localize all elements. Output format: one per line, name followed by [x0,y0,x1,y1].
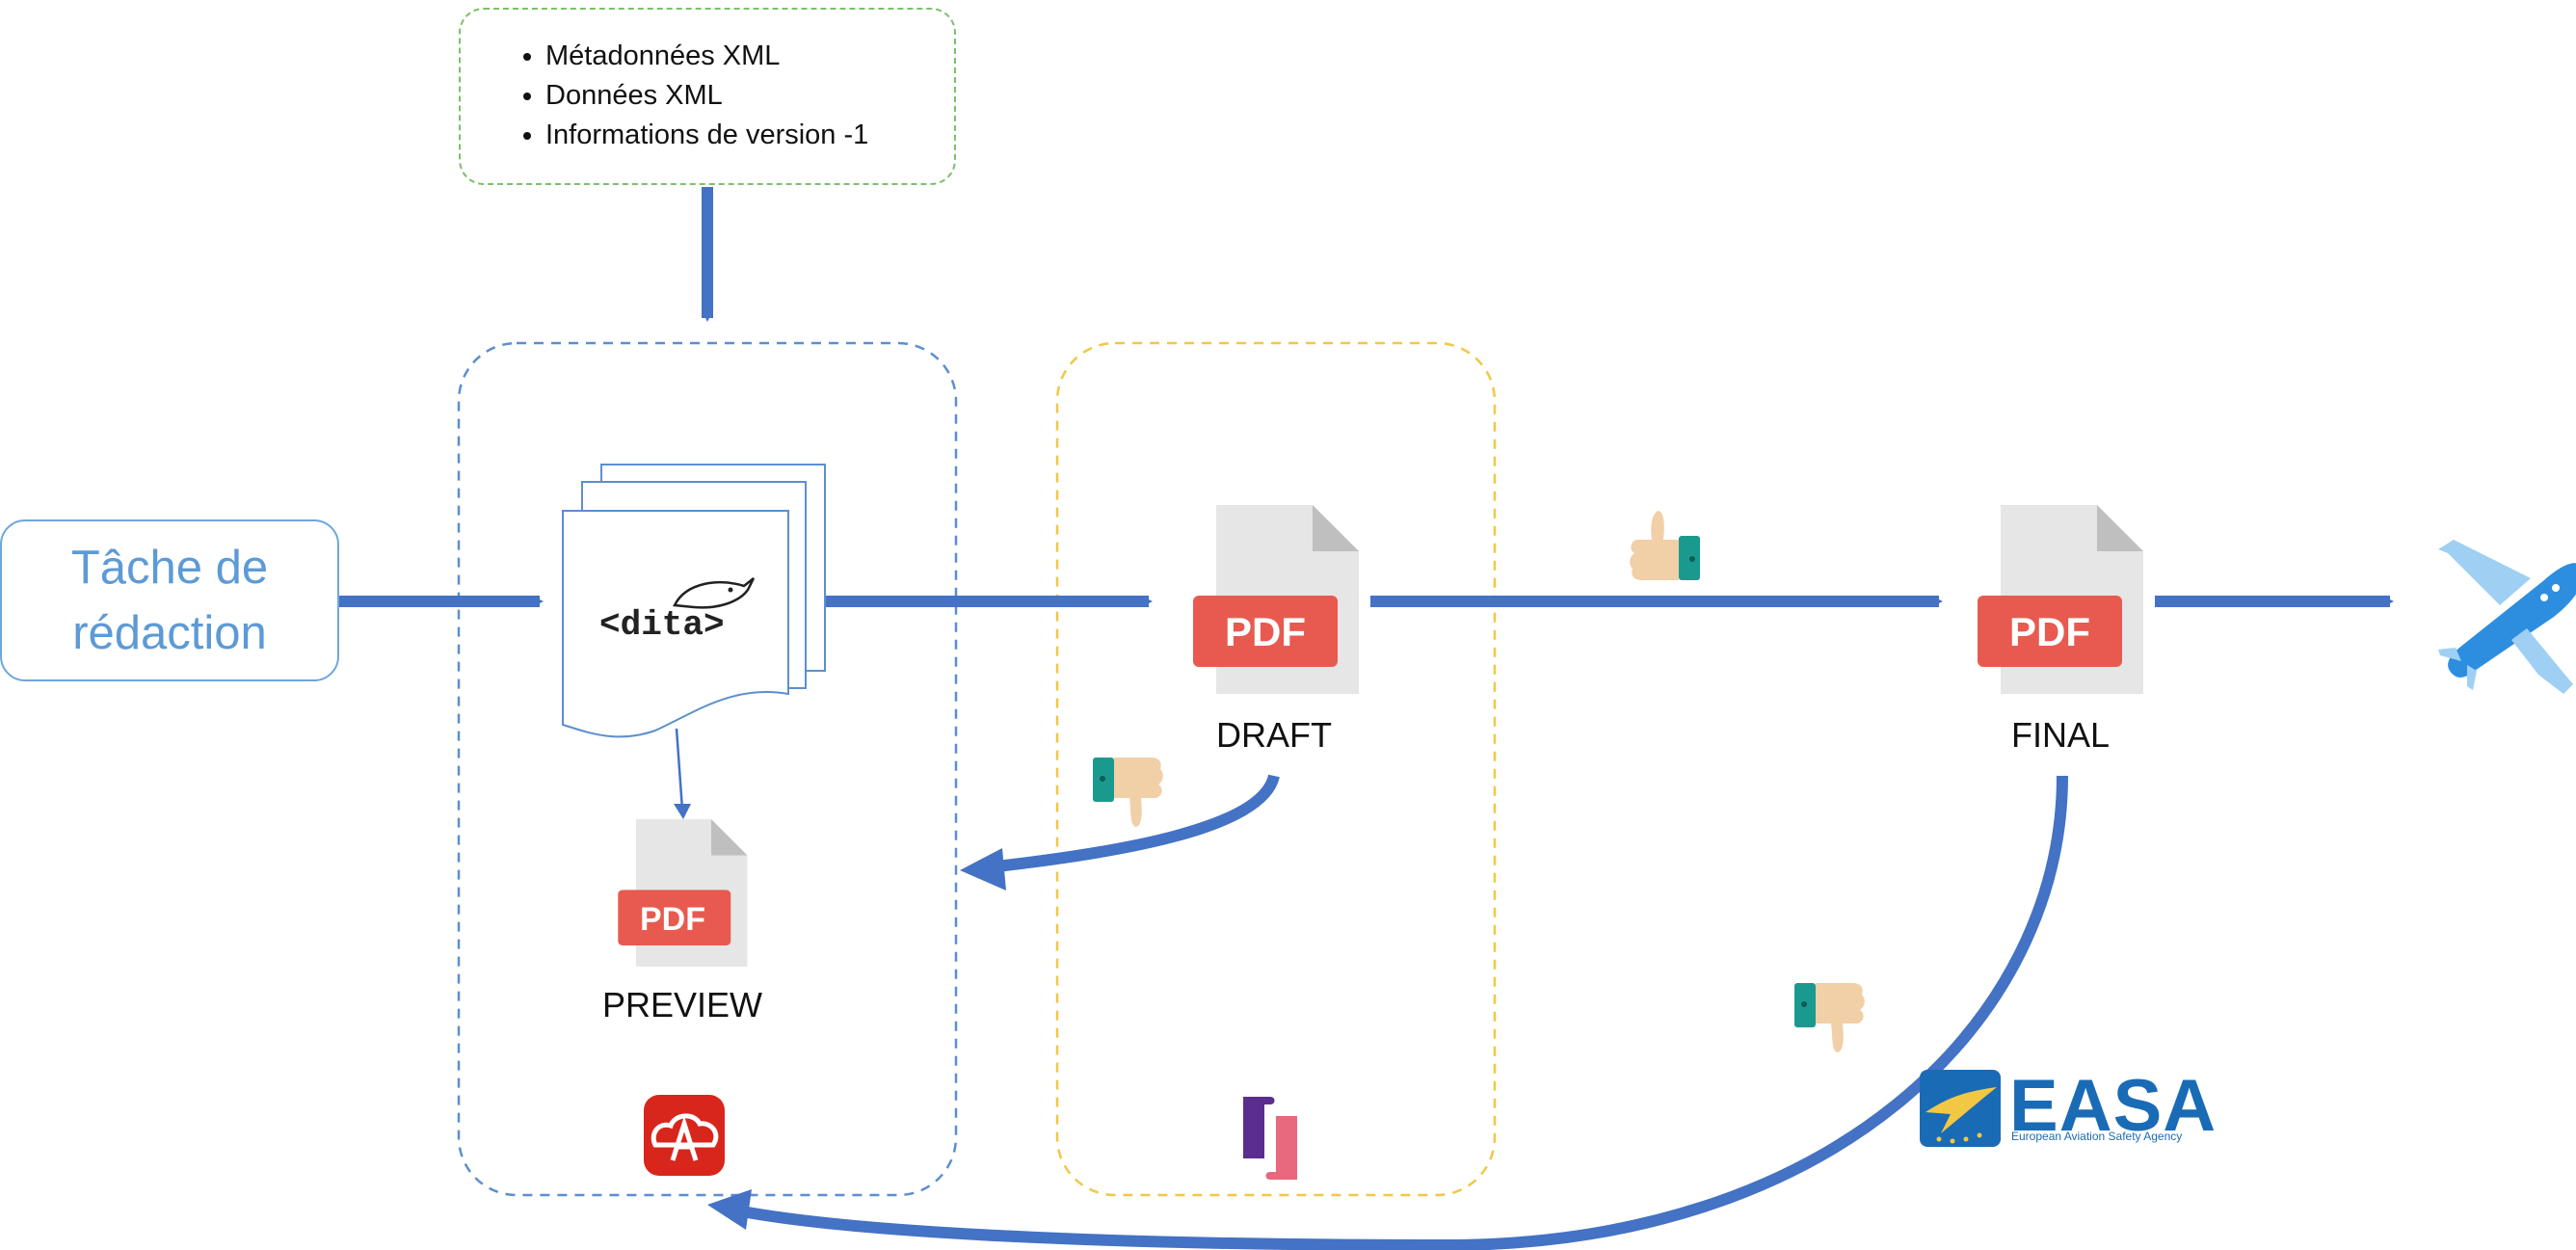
metadata-box: Métadonnées XML Données XML Informations… [459,8,956,185]
thumbs-down-icon-final [1794,983,1865,1052]
metadata-item: Métadonnées XML [545,37,954,76]
dita-logo-text: <dita> [599,605,725,645]
dita-to-preview-arrow [675,728,684,811]
metadata-item: Données XML [545,76,954,116]
final-pdf-icon [1978,505,2143,694]
easa-tagline: European Aviation Safety Agency [2011,1130,2183,1143]
draft-reject-arrow [987,774,1280,873]
final-pdf-badge: PDF [2009,609,2090,654]
draft-label: DRAFT [1216,715,1332,755]
airplane-icon [2438,540,2576,694]
draft-pdf-icon [1193,505,1359,694]
metadata-item: Informations de version -1 [545,116,954,155]
review-app-icon [1243,1097,1297,1180]
review-container [1055,341,1497,1197]
task-box: Tâche de rédaction [0,519,339,681]
final-label: FINAL [2010,715,2111,755]
task-label-line2: rédaction [72,607,267,659]
authoring-container [457,341,958,1197]
dita-bird-icon [673,577,756,609]
task-label-line1: Tâche de [70,542,269,594]
thumbs-up-icon [1630,511,1700,580]
preview-pdf-icon [618,819,748,967]
preview-label: PREVIEW [601,985,763,1024]
draft-pdf-badge: PDF [1225,609,1306,654]
thumbs-down-icon [1093,758,1163,827]
easa-name: EASA [2009,1065,2217,1147]
acrobat-cloud-icon [644,1095,725,1176]
dita-document [562,464,826,738]
preview-pdf-badge: PDF [640,901,705,938]
final-reject-arrow [735,775,2068,1250]
easa-logo-icon [1920,1070,2001,1147]
